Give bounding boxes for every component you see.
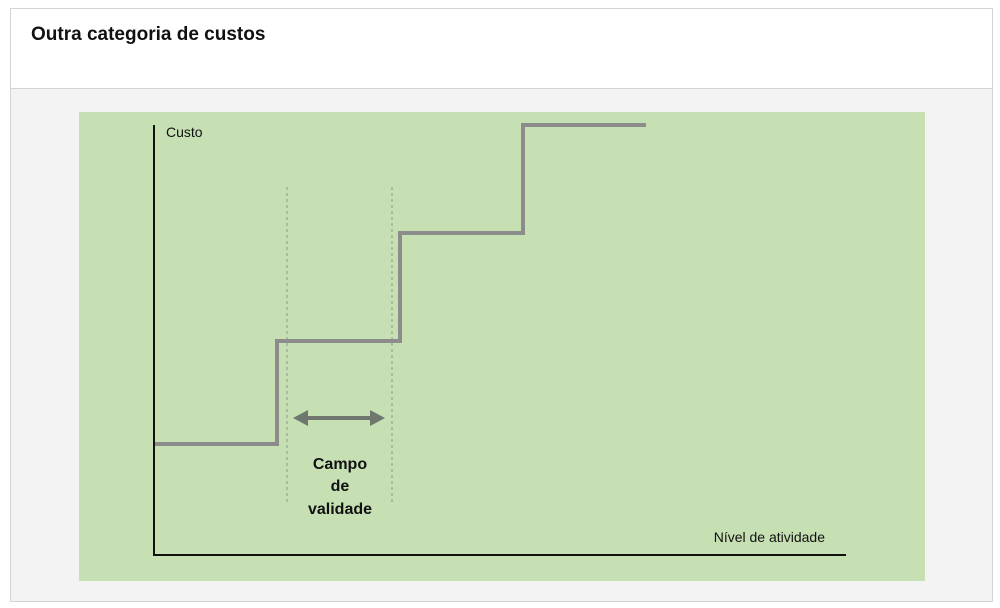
step-cost-line xyxy=(154,123,646,446)
page-title: Outra categoria de custos xyxy=(31,24,266,45)
annotation-line-2: de xyxy=(331,478,350,495)
double-arrow-icon xyxy=(293,410,385,426)
y-axis-label: Custo xyxy=(166,124,203,140)
annotation-line-3: validade xyxy=(308,501,372,518)
diagram-panel xyxy=(79,112,925,581)
card-header: Outra categoria de custos xyxy=(11,9,992,89)
annotation-line-1: Campo xyxy=(313,456,367,473)
x-axis-label: Nível de atividade xyxy=(714,529,826,545)
